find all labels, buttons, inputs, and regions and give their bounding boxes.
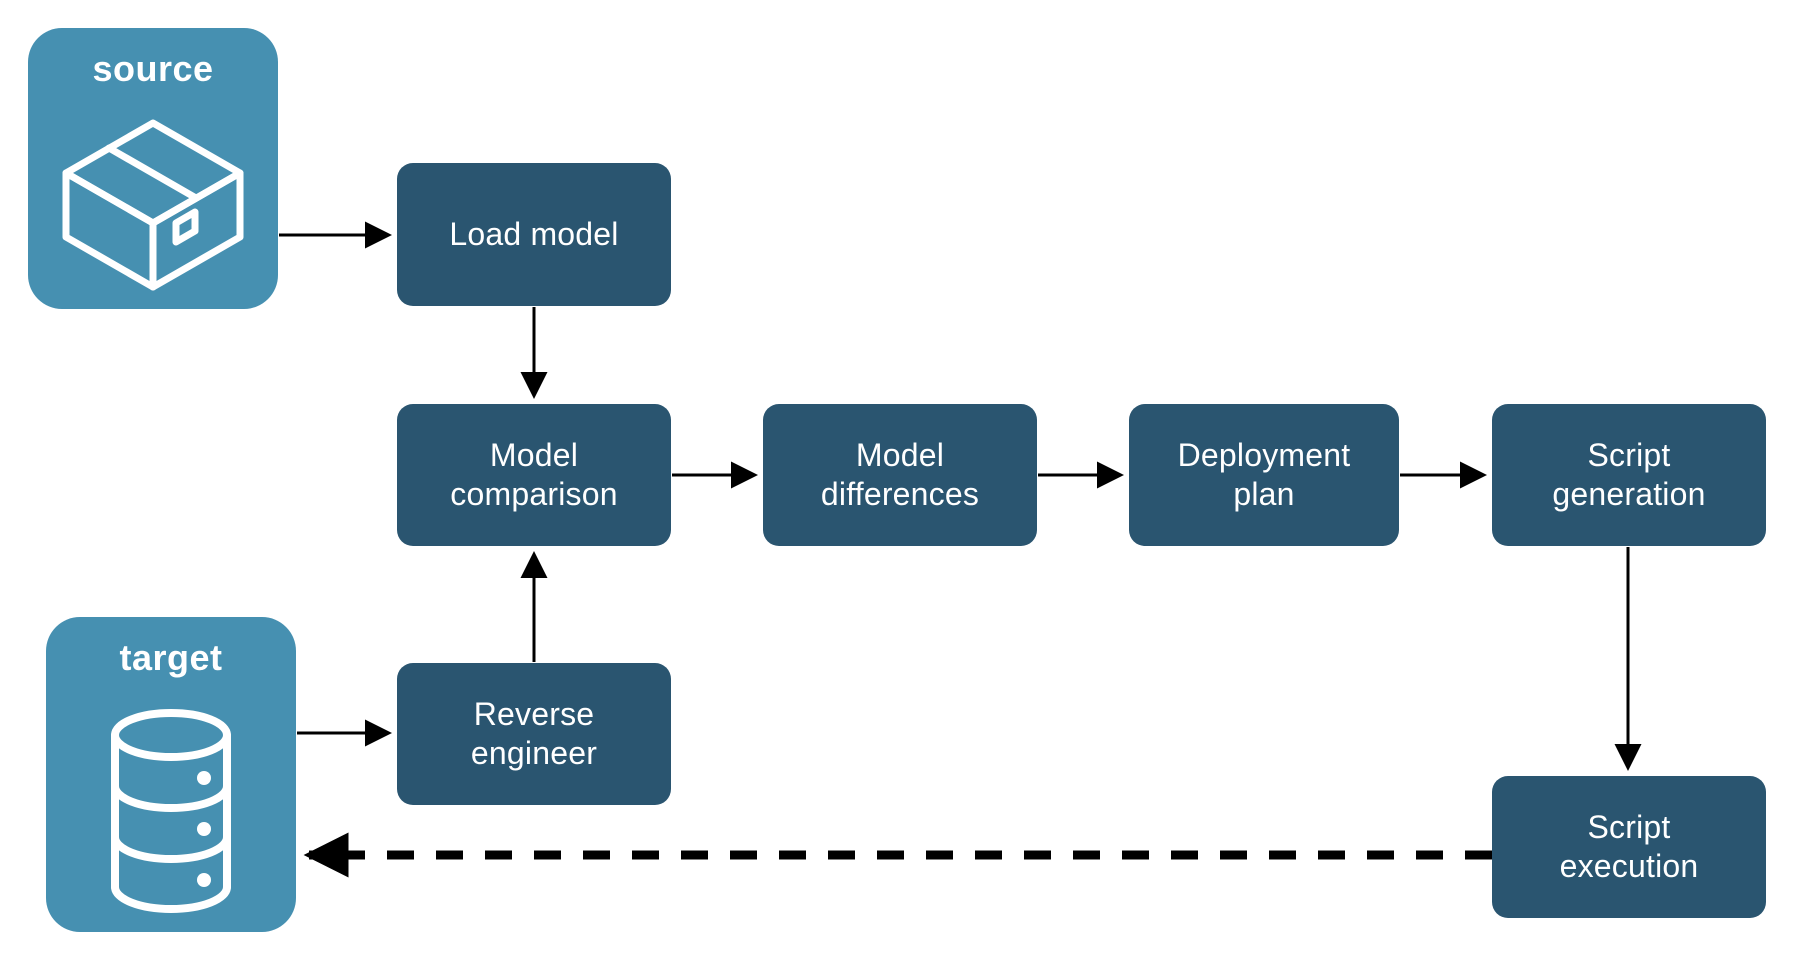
process-model-differences-line-1: Model	[855, 436, 945, 473]
process-script-generation-line-2: generation	[1552, 476, 1706, 512]
endpoint-source[interactable]: source	[28, 28, 278, 309]
process-model-differences[interactable]: Model differences	[763, 404, 1037, 546]
process-model-comparison-line-1: Model	[489, 436, 579, 473]
process-deployment-plan-line-1: Deployment	[1177, 436, 1351, 473]
database-cylinder-icon	[46, 689, 296, 932]
process-script-execution[interactable]: Script execution	[1492, 776, 1766, 918]
endpoint-target-label: target	[119, 637, 223, 678]
process-model-differences-line-2: differences	[820, 476, 980, 512]
process-deployment-plan-line-2: plan	[1233, 476, 1295, 512]
process-deployment-plan[interactable]: Deployment plan	[1129, 404, 1399, 546]
process-reverse-engineer-line-2: engineer	[470, 735, 598, 771]
process-load-model[interactable]: Load model	[397, 163, 671, 306]
process-load-model-line-1: Load model	[449, 215, 619, 252]
process-model-comparison[interactable]: Model comparison	[397, 404, 671, 546]
process-reverse-engineer-line-1: Reverse	[473, 695, 595, 732]
process-script-generation[interactable]: Script generation	[1492, 404, 1766, 546]
package-box-icon	[28, 100, 278, 309]
process-script-generation-line-1: Script	[1587, 436, 1671, 473]
endpoint-target[interactable]: target	[46, 617, 296, 932]
endpoint-source-label: source	[92, 48, 214, 89]
process-model-comparison-line-2: comparison	[450, 476, 618, 512]
process-script-execution-line-1: Script	[1587, 808, 1671, 845]
process-reverse-engineer[interactable]: Reverse engineer	[397, 663, 671, 805]
process-script-execution-line-2: execution	[1559, 848, 1699, 884]
